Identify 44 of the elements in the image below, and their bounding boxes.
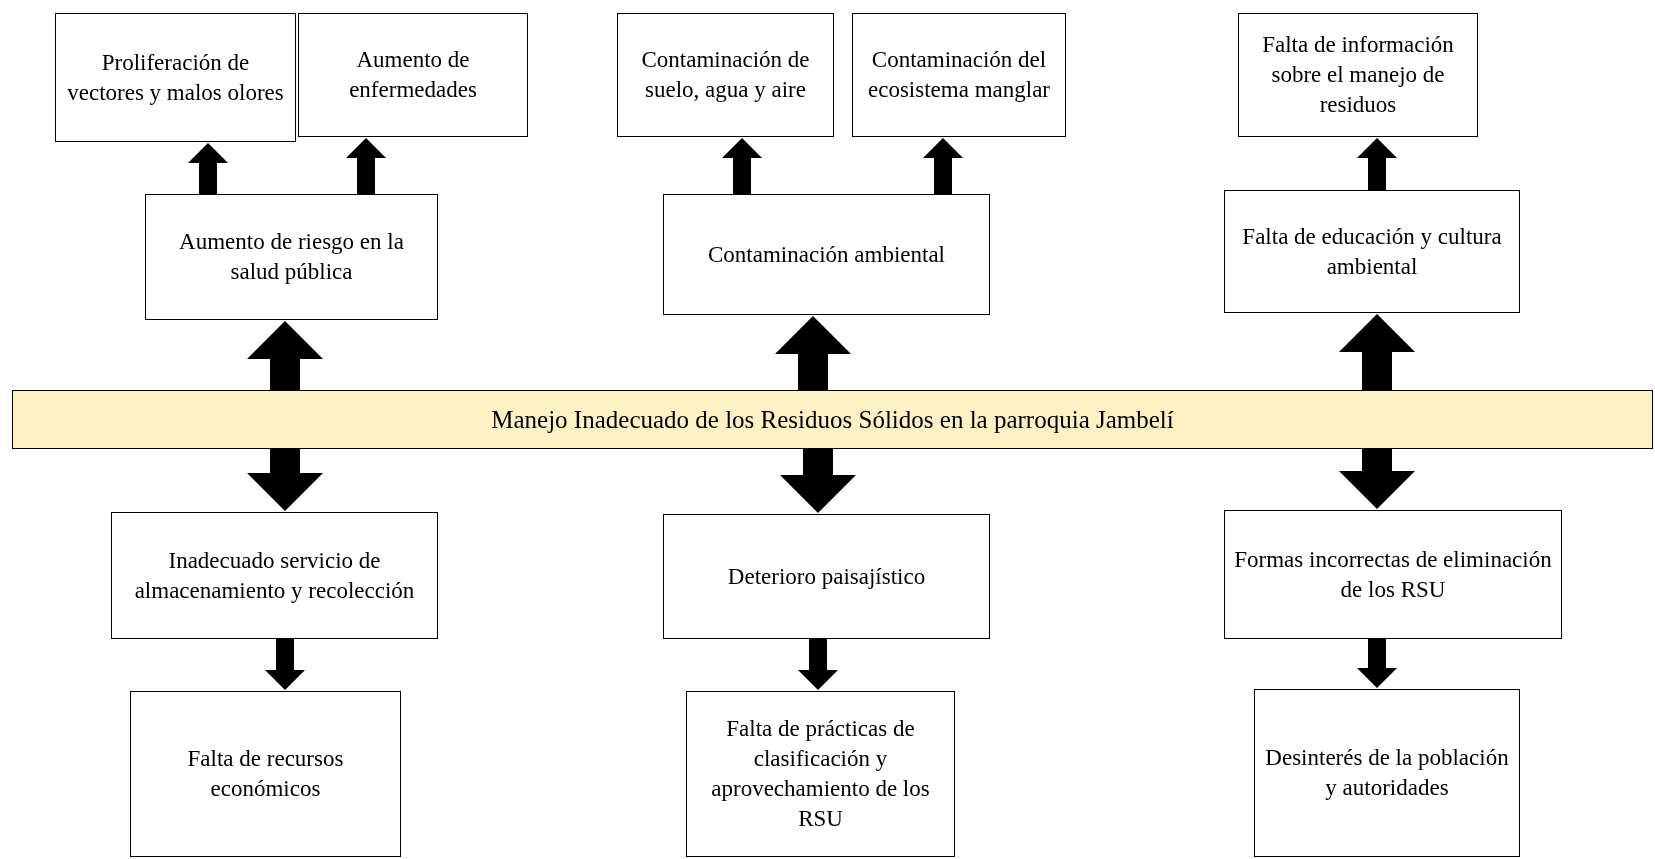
block-arrow	[1339, 449, 1415, 509]
text-box	[111, 512, 438, 639]
text-box	[617, 13, 834, 137]
text-box	[686, 691, 955, 857]
block-arrow	[188, 143, 228, 194]
text-box	[1224, 510, 1562, 639]
block-arrow	[722, 138, 762, 194]
block-arrow	[1357, 138, 1397, 190]
box-text: Deterioro paisajístico	[727, 562, 926, 591]
text-box	[298, 13, 528, 137]
text-box	[1254, 689, 1520, 857]
problem-banner	[12, 390, 1653, 449]
box-text: Inadecuado servicio de almacenamiento y recolección	[133, 546, 416, 605]
block-arrow	[1357, 639, 1397, 688]
block-arrow	[346, 138, 386, 194]
box-text: Formas incorrectas de eliminación de los RSU	[1233, 545, 1553, 604]
box-text: Contaminación del ecosistema manglar	[867, 46, 1051, 104]
text-box	[1224, 190, 1520, 313]
text-box	[55, 13, 296, 142]
text-box	[663, 194, 990, 315]
box-text: Falta de recursos económicos	[186, 745, 345, 803]
block-arrow	[1339, 314, 1415, 390]
box-text: Aumento de riesgo en la salud pública	[178, 228, 405, 286]
block-arrow	[780, 449, 856, 513]
box-text: Desinterés de la población y autoridades	[1264, 744, 1510, 802]
box-text: Falta de prácticas de clasificación y aprovechamiento de los RSU	[710, 715, 931, 833]
text-box	[1238, 13, 1478, 137]
block-arrow	[798, 639, 838, 690]
text-box	[145, 194, 438, 320]
block-arrow	[247, 449, 323, 511]
box-text: Manejo Inadecuado de los Residuos Sólidos en la parroquia Jambelí	[491, 404, 1174, 435]
box-text: Contaminación de suelo, agua y aire	[640, 46, 811, 104]
box-text: Falta de información sobre el manejo de residuos	[1261, 31, 1455, 119]
text-box	[130, 691, 401, 857]
text-box	[663, 514, 990, 639]
block-arrow	[247, 321, 323, 390]
text-box	[852, 13, 1066, 137]
box-text: Falta de educación y cultura ambiental	[1241, 222, 1503, 281]
block-arrow	[775, 316, 851, 390]
block-arrow	[923, 138, 963, 194]
box-text: Proliferación de vectores y malos olores	[66, 48, 285, 107]
box-text: Aumento de enfermedades	[348, 46, 478, 104]
box-text: Contaminación ambiental	[708, 240, 945, 269]
block-arrow	[265, 639, 305, 690]
